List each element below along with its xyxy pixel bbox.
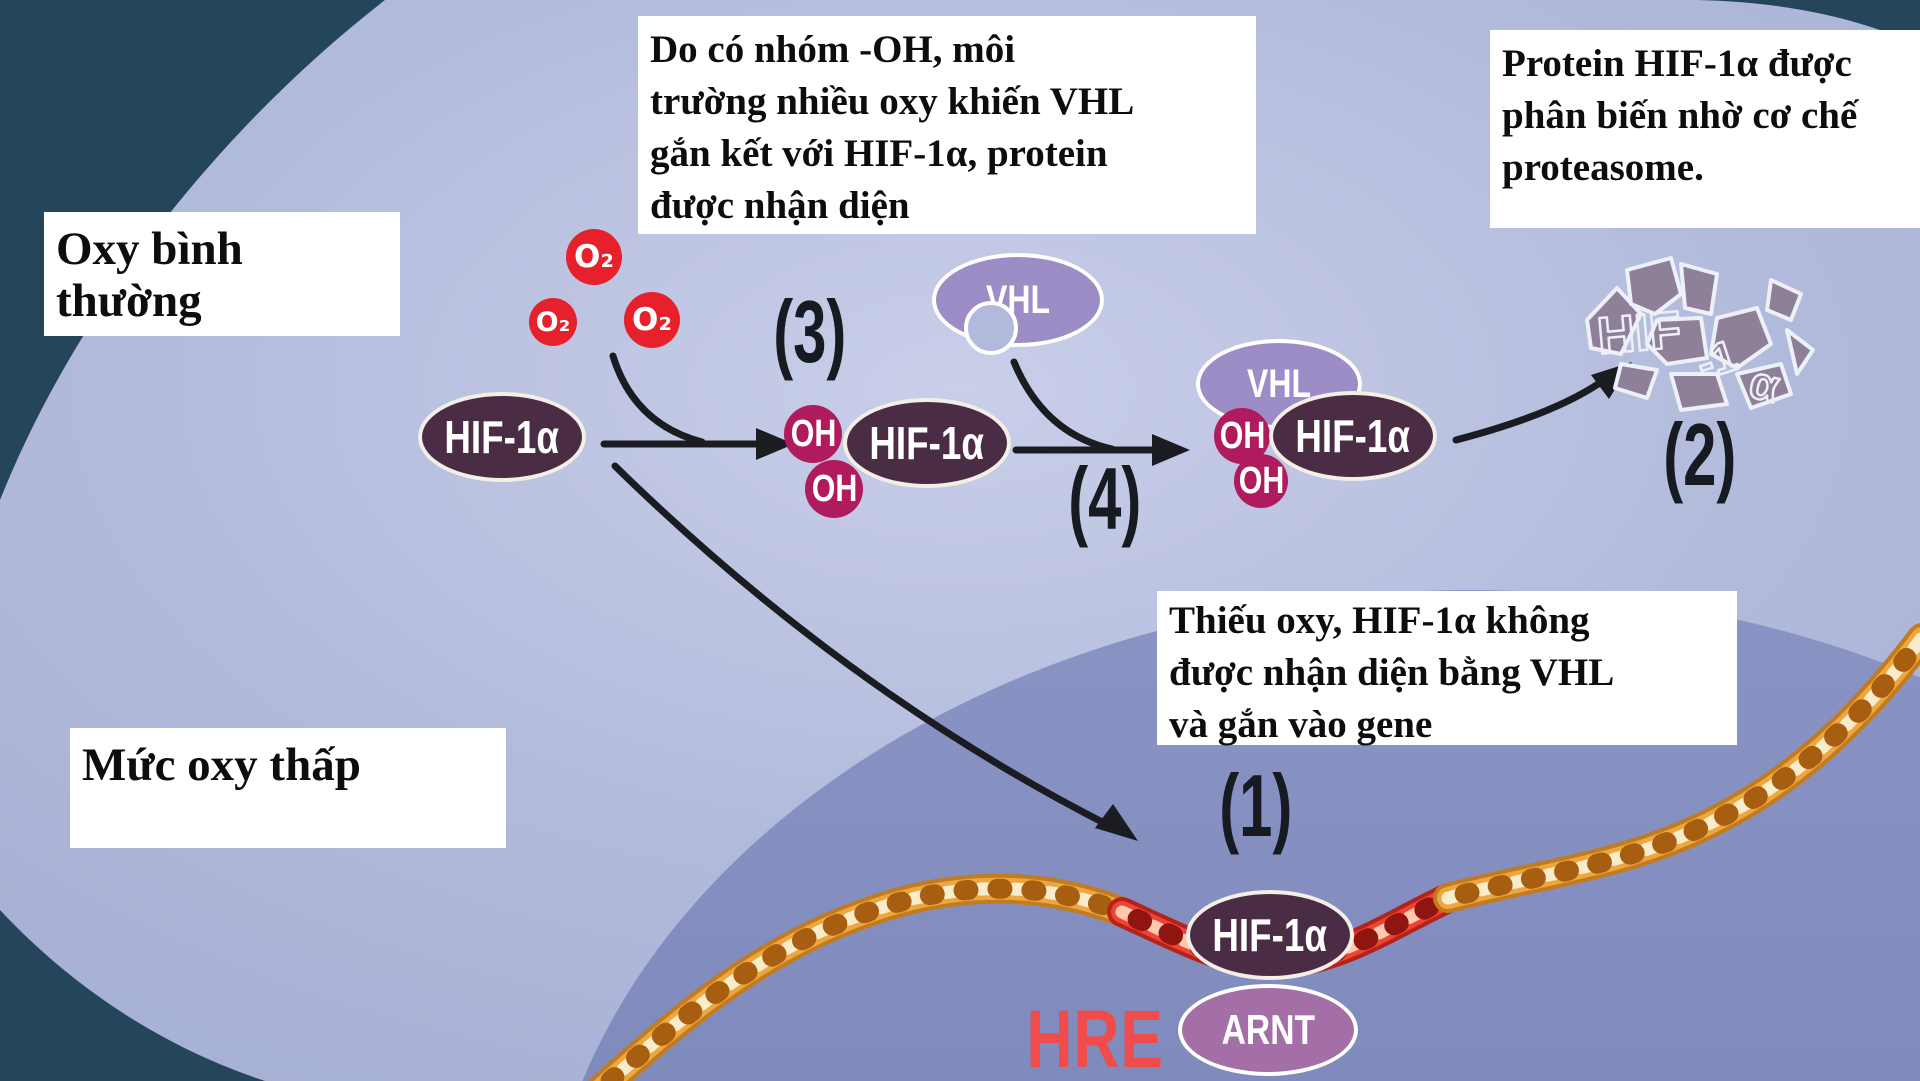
oh-text: OH [1219,414,1265,457]
arnt-text: ARNT [1221,1006,1315,1053]
callout-line: Do có nhóm -OH, môi [650,28,1016,71]
o2-molecule: O₂ [529,298,577,346]
step-1-label: (1) [1176,746,1336,866]
step-4-label: (4) [1025,439,1185,559]
arrow-o2-curve [609,352,706,446]
arrowhead-to-gene [1095,804,1138,841]
hif1a-text: HIF-1α [444,411,560,463]
callout-line: Protein HIF-1α được [1502,42,1852,85]
dna-gold-right [1433,623,1920,913]
oh-text: OH [790,412,836,455]
vhl-free: VHL [932,253,1104,355]
oh-group: OH [784,405,842,463]
callout-line: phân biến nhờ cơ chế [1502,94,1858,137]
fragment-text-hif: HIF [1595,301,1684,366]
o2-text: O₂ [535,306,571,338]
o2-text: O₂ [632,302,672,338]
hif1a-text: HIF-1α [1212,909,1328,961]
callout-hypoxia-gene: Thiếu oxy, HIF-1α không được nhận diện b… [1157,591,1737,746]
step-3-label: (3) [730,272,890,392]
arnt-on-dna: ARNT [1178,984,1358,1076]
dna-gold-left [587,873,1137,1081]
hif1a-text: HIF-1α [869,417,985,469]
hif1a-hydroxylated: HIF-1α [843,398,1011,488]
o2-molecule: O₂ [566,229,622,285]
callout-proteasome: Protein HIF-1α được phân biến nhờ cơ chế… [1490,30,1920,228]
callout-line: và gắn vào gene [1169,703,1433,746]
o2-molecule: O₂ [624,292,680,348]
step-1-text: (1) [1219,756,1293,855]
o2-text: O₂ [574,239,614,275]
hif1a-text: HIF-1α [1295,410,1411,462]
hif1a-free: HIF-1α [418,392,586,482]
vhl-text: VHL [1247,361,1311,406]
normoxia-text: Oxy bình thường [56,223,243,327]
dna-strand [587,623,1920,1081]
hre-text: HRE [1026,994,1164,1081]
callout-oh-binding: Do có nhóm -OH, môi trường nhiều oxy khi… [638,16,1256,234]
oh-text: OH [1238,459,1284,502]
callout-line: được nhận diện bằng VHL [1169,651,1615,694]
hif1a-fragments: HIF -1 α [1585,256,1815,414]
callout-line: được nhận diện [650,184,910,227]
hypoxia-panel-label: Mức oxy thấp [70,728,506,848]
arrow-to-gene [611,462,1110,828]
vhl-binding-pocket [964,301,1018,355]
oh-group: OH [1234,454,1288,508]
callout-line: proteasome. [1502,146,1704,189]
callout-line: Thiếu oxy, HIF-1α không [1169,599,1590,642]
normoxia-panel-label: Oxy bình thường [44,212,400,336]
callout-line: trường nhiều oxy khiến VHL [650,80,1135,123]
step-2-label: (2) [1620,395,1780,515]
hif1a-vhl-complex: HIF-1α [1269,391,1437,481]
step-4-text: (4) [1068,449,1142,548]
arrowhead-hydroxylation [756,428,794,460]
oh-group: OH [805,460,863,518]
step-2-text: (2) [1663,405,1737,504]
hre-label: HRE [1000,994,1190,1081]
hypoxia-text: Mức oxy thấp [82,739,361,791]
oh-text: OH [811,467,857,510]
arrow-vhl-curve [1010,358,1116,453]
callout-line: gắn kết với HIF-1α, protein [650,132,1108,175]
arrow-degradation [1452,376,1608,444]
arrowhead-vhl-binding [1152,434,1190,466]
step-3-text: (3) [773,282,847,381]
hif1a-on-dna: HIF-1α [1186,890,1354,980]
